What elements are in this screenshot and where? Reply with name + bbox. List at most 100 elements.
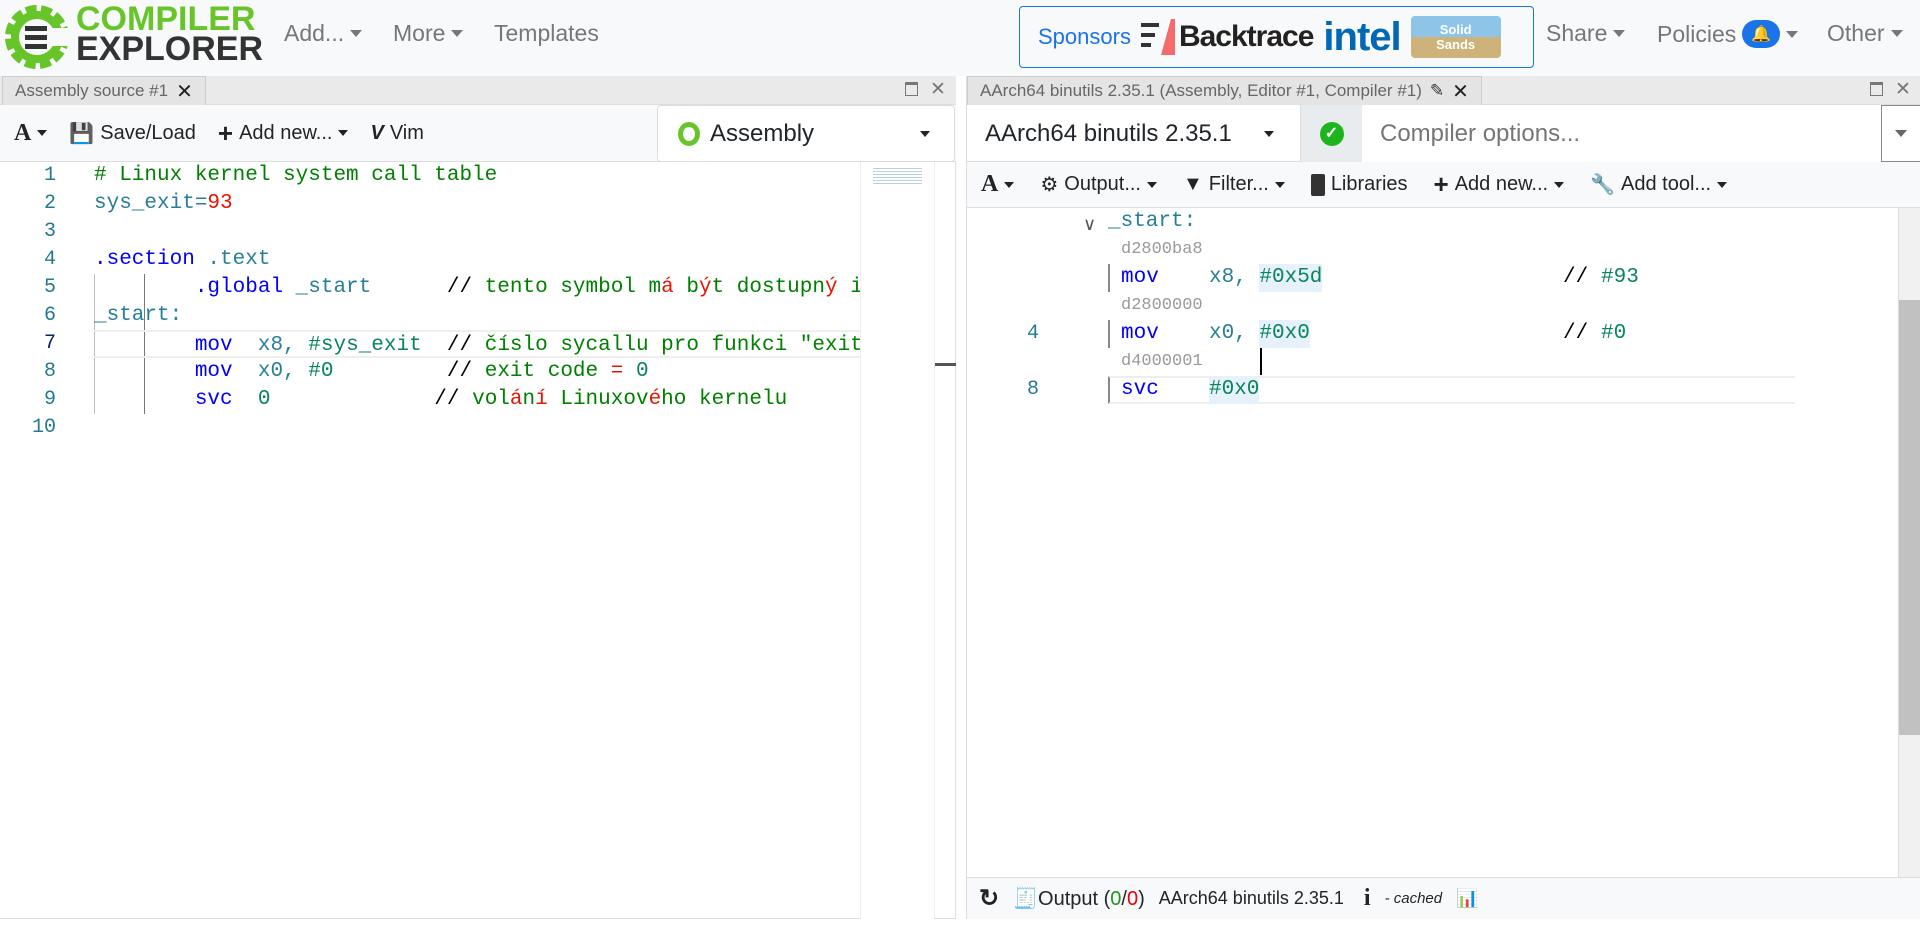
code-token: Linuxov — [547, 388, 649, 411]
minimap[interactable] — [860, 162, 934, 919]
font-size-button[interactable]: A — [981, 171, 1015, 198]
caret-down-icon — [1786, 30, 1799, 38]
code-token: _start: — [94, 304, 183, 327]
fold-chevron-icon[interactable]: ∨ — [1083, 216, 1097, 236]
code-line[interactable]: .global _start // tento symbol má být do… — [94, 274, 860, 302]
code-line[interactable]: mov x0, #0 // exit code = 0 — [94, 358, 860, 386]
options-dropdown-button[interactable] — [1881, 105, 1920, 162]
libraries-button[interactable]: Libraries — [1310, 173, 1408, 196]
code-token: x0, — [232, 360, 309, 383]
output-options-button[interactable]: ⚙Output... — [1040, 172, 1157, 197]
code-line[interactable]: mov x8, #sys_exit // číslo sycallu pro f… — [94, 330, 860, 358]
sponsors-box[interactable]: Sponsors Backtrace intel Solid Sands — [1019, 6, 1534, 68]
code-token: = — [610, 360, 624, 383]
asm-comment-value: #0 — [1601, 322, 1627, 345]
source-line-number: 4 — [1027, 322, 1040, 345]
close-icon[interactable]: ✕ — [176, 80, 193, 103]
code-token: exit code — [484, 360, 611, 383]
nav-templates[interactable]: Templates — [494, 20, 599, 46]
code-line[interactable]: # Linux kernel system call table — [94, 162, 860, 190]
line-number: 4 — [43, 248, 56, 271]
nav-add[interactable]: Add... — [284, 20, 363, 47]
solid-sands-logo[interactable]: Solid Sands — [1410, 16, 1501, 58]
line-number: 9 — [43, 388, 56, 411]
close-pane-icon[interactable]: ✕ — [1895, 79, 1911, 100]
asm-mnemonic: svc — [1121, 378, 1159, 401]
code-token — [94, 276, 195, 299]
code-line[interactable]: svc 0 // volání Linuxového kernelu — [94, 386, 860, 414]
line-number: 8 — [43, 360, 56, 383]
line-number: 1 — [43, 164, 56, 187]
backtrace-logo[interactable]: Backtrace — [1140, 19, 1314, 55]
bell-icon: 🔔 — [1742, 20, 1781, 48]
add-new-button[interactable]: +Add new... — [1434, 169, 1565, 200]
caret-down-icon — [1613, 30, 1626, 37]
close-pane-icon[interactable]: ✕ — [930, 79, 946, 100]
opcode-bytes: d2800000 — [1121, 296, 1203, 315]
code-token: číslo sycallu pro funkci "exit — [484, 334, 860, 357]
logo-icon[interactable] — [5, 4, 73, 70]
compile-status-ok-icon[interactable]: ✓ — [1301, 105, 1362, 162]
font-size-button[interactable]: A — [14, 120, 48, 147]
asm-operands: x0, — [1209, 322, 1260, 345]
nav-more[interactable]: More — [393, 20, 464, 47]
language-select[interactable]: Assembly — [657, 105, 955, 162]
sponsors-label: Sponsors — [1038, 24, 1131, 49]
info-icon[interactable]: i — [1363, 885, 1371, 911]
edit-pencil-icon[interactable]: ✎ — [1429, 81, 1445, 100]
output-button[interactable]: 🧾Output (0/0) — [1013, 888, 1145, 910]
save-load-button[interactable]: 💾Save/Load — [69, 121, 196, 145]
add-tool-button[interactable]: 🔧Add tool... — [1590, 172, 1728, 197]
intel-logo[interactable]: intel — [1323, 14, 1401, 59]
asm-line[interactable] — [1108, 376, 1795, 404]
wrench-icon: 🔧 — [1590, 174, 1616, 196]
close-icon[interactable]: ✕ — [1452, 80, 1469, 103]
code-token: ý — [824, 276, 838, 299]
asm-line[interactable] — [1108, 320, 1795, 348]
maximize-icon[interactable] — [905, 82, 918, 96]
status-bar: ↻ 🧾Output (0/0) AArch64 binutils 2.35.1 … — [967, 877, 1920, 919]
nav-policies[interactable]: Policies🔔 — [1657, 20, 1799, 48]
tab-assembly-source[interactable]: Assembly source #1✕ — [2, 76, 206, 105]
line-number: 2 — [43, 192, 56, 215]
tab-compiler[interactable]: AArch64 binutils 2.35.1 (Assembly, Edito… — [967, 76, 1482, 105]
nav-share[interactable]: Share — [1546, 20, 1626, 47]
code-token: // — [446, 360, 485, 383]
asm-mnemonic: mov — [1121, 322, 1159, 345]
code-editor[interactable]: 1 # Linux kernel system call table 2 sys_ex… — [0, 162, 860, 919]
nav-other[interactable]: Other — [1827, 20, 1903, 47]
compiler-select[interactable]: AArch64 binutils 2.35.1 — [967, 105, 1301, 162]
book-icon — [1310, 173, 1325, 196]
code-token: é — [648, 388, 662, 411]
save-icon: 💾 — [69, 122, 95, 145]
code-line[interactable] — [94, 414, 860, 442]
refresh-icon[interactable]: ↻ — [979, 885, 1000, 912]
receipt-icon: 🧾 — [1013, 888, 1039, 910]
code-token: mov — [194, 360, 233, 383]
code-token: x8, — [232, 334, 309, 357]
maximize-icon[interactable] — [1870, 82, 1883, 96]
filter-icon: ▼ — [1183, 173, 1203, 195]
cached-label: - cached — [1384, 890, 1443, 907]
code-token: tento symbol m — [484, 276, 662, 299]
code-line[interactable]: _start: — [94, 302, 860, 330]
compiler-options-input[interactable] — [1362, 105, 1882, 162]
asm-operands: x8, — [1209, 266, 1260, 289]
asm-line[interactable] — [1108, 264, 1795, 292]
vim-icon: V — [370, 121, 384, 144]
code-line[interactable]: .section .text — [94, 246, 860, 274]
language-logo-icon — [678, 121, 700, 146]
filter-button[interactable]: ▼Filter... — [1183, 173, 1285, 196]
code-line[interactable] — [94, 218, 860, 246]
add-new-button[interactable]: +Add new... — [218, 118, 349, 149]
editor-scrollbar[interactable] — [934, 162, 956, 919]
code-token: 93 — [207, 192, 233, 215]
chart-icon[interactable]: 📊 — [1456, 888, 1479, 908]
code-token: ho kernelu — [661, 388, 788, 411]
code-token: 0 — [232, 388, 271, 411]
output-scrollbar[interactable] — [1898, 208, 1920, 877]
code-line[interactable]: sys_exit=93 — [94, 190, 860, 218]
